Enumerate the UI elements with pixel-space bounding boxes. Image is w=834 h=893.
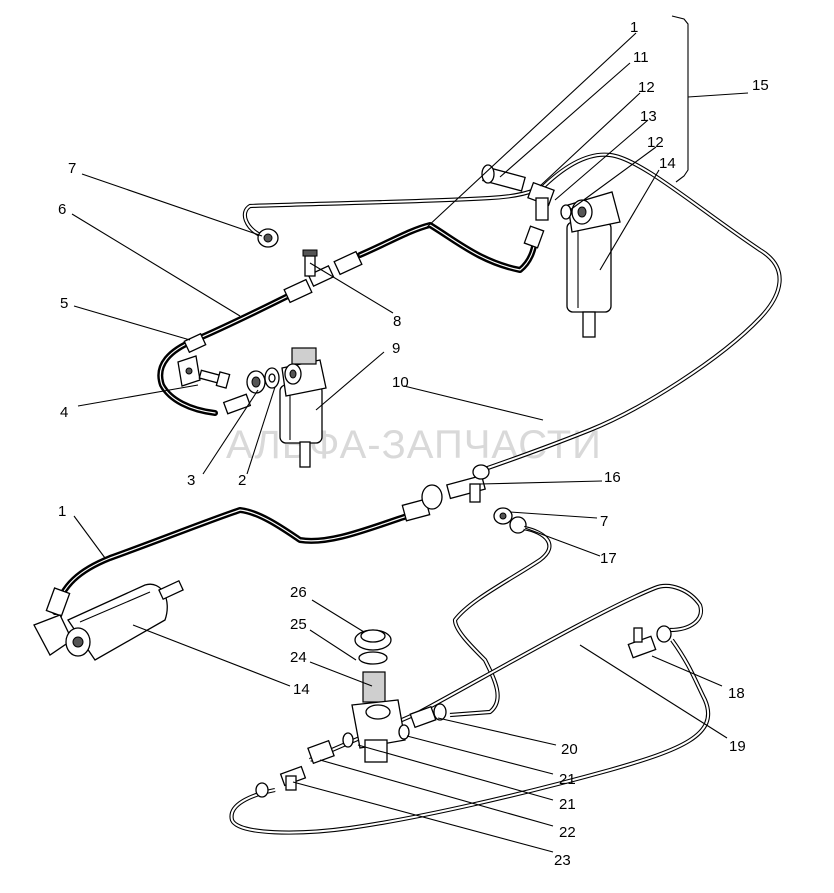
- bolt-4: [198, 369, 231, 389]
- leader-15: [687, 92, 749, 98]
- callout-1-lower: 1: [58, 503, 66, 520]
- callout-11: 11: [633, 49, 649, 66]
- banjo-bolt-11: [481, 164, 526, 192]
- callout-7-lower: 7: [600, 513, 608, 530]
- callout-12-a: 12: [638, 79, 655, 96]
- filter-14-upper: [566, 191, 621, 338]
- fitting-20: [409, 703, 447, 729]
- washer-2: [264, 367, 280, 389]
- tee-12: [527, 181, 572, 221]
- valve-24: [342, 629, 410, 763]
- callout-21-a: 21: [559, 771, 576, 788]
- hose-6: [157, 222, 538, 416]
- callout-numbers: 1 11 12 13 12 14 15 7 6 5 8 9 10 4 3 2 1…: [58, 19, 769, 869]
- callout-2: 2: [238, 472, 246, 489]
- callout-17: 17: [600, 550, 617, 567]
- hose-fittings-upper: [183, 225, 545, 415]
- callout-5: 5: [60, 295, 68, 312]
- tube-upper-return: [242, 188, 536, 238]
- callout-23: 23: [554, 852, 571, 869]
- nut-7-lower: [493, 507, 527, 534]
- callout-22: 22: [559, 824, 576, 841]
- hose-1-lower: [52, 507, 413, 615]
- callout-12-b: 12: [647, 134, 664, 151]
- tee-23: [255, 765, 307, 798]
- callout-18: 18: [728, 685, 745, 702]
- callout-14-upper: 14: [659, 155, 676, 172]
- leader-lines: [71, 32, 728, 853]
- callout-4: 4: [60, 404, 68, 421]
- callout-9: 9: [392, 340, 400, 357]
- callout-7-upper: 7: [68, 160, 76, 177]
- fitting-22: [307, 739, 335, 765]
- callout-14-lower: 14: [293, 681, 310, 698]
- clamp-4: [177, 355, 201, 387]
- callout-20: 20: [561, 741, 578, 758]
- tee-18: [627, 625, 672, 659]
- callout-21-b: 21: [559, 796, 576, 813]
- filter-14-lower: [33, 579, 184, 661]
- tube-23: [229, 638, 711, 835]
- callout-15: 15: [752, 77, 769, 94]
- callout-3: 3: [187, 472, 195, 489]
- callout-6: 6: [58, 201, 66, 218]
- callout-8: 8: [393, 313, 401, 330]
- nut-3: [246, 370, 266, 394]
- tube-10: [481, 152, 782, 472]
- callout-16: 16: [604, 469, 621, 486]
- hose-1-fittings: [45, 484, 443, 617]
- tube-17: [449, 525, 552, 718]
- callout-10: 10: [392, 374, 409, 391]
- callout-24: 24: [290, 649, 307, 666]
- callout-25: 25: [290, 616, 307, 633]
- tee-16: [446, 464, 490, 503]
- callout-26: 26: [290, 584, 307, 601]
- filter-9: [279, 347, 327, 468]
- callout-1-top: 1: [630, 19, 638, 36]
- nut-7-upper: [257, 228, 279, 248]
- callout-13: 13: [640, 108, 657, 125]
- callout-19: 19: [729, 738, 746, 755]
